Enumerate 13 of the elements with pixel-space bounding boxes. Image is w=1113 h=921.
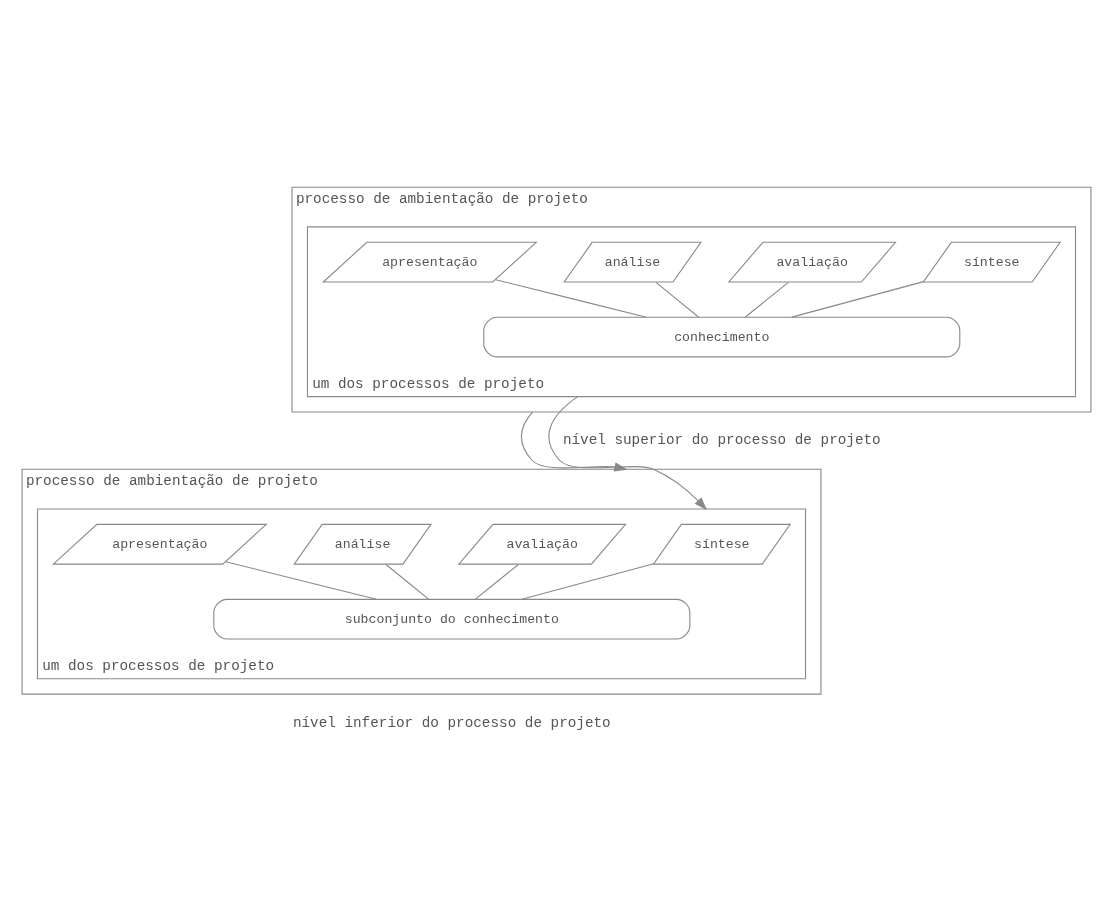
connector — [655, 281, 700, 318]
connector — [225, 561, 377, 600]
connector — [495, 279, 647, 318]
node-label: nível superior do processo de projeto — [562, 432, 881, 449]
node-box: conhecimento — [483, 316, 961, 358]
connector — [791, 281, 925, 318]
node-label: nível inferior do processo de projeto — [292, 714, 611, 731]
arrow — [548, 396, 708, 511]
node-box: subconjunto do conhecimento — [213, 598, 691, 640]
connector — [521, 563, 655, 600]
connector — [474, 563, 519, 600]
connector — [744, 281, 789, 318]
connector — [385, 563, 430, 600]
